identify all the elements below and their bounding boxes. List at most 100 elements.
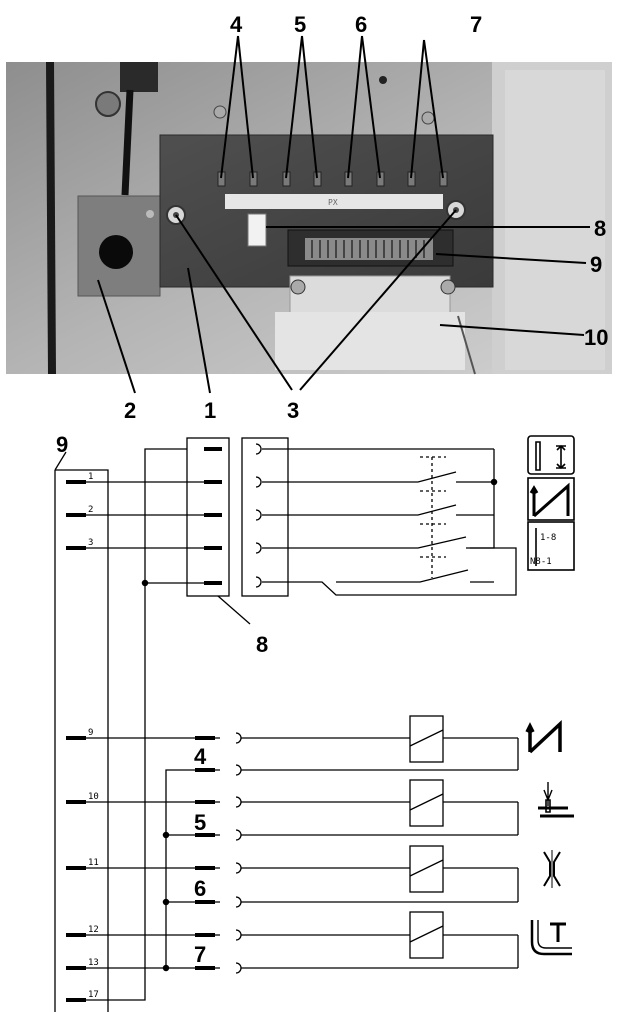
photo-labels: 4 5 6 7 8 9 10 2 1 3 bbox=[124, 12, 608, 423]
rail-junction-6 bbox=[162, 898, 170, 906]
pin-label-3: 3 bbox=[88, 538, 93, 548]
thread-trimmer-icon bbox=[538, 782, 574, 818]
sw3 bbox=[262, 520, 495, 549]
callout-2: 2 bbox=[124, 398, 136, 423]
board-contact bbox=[439, 171, 448, 187]
schem-label-8: 8 bbox=[256, 632, 268, 657]
stitch-count-icon: 1-8 N8-1 bbox=[527, 521, 575, 571]
coil-3 bbox=[235, 845, 519, 908]
sw-junction bbox=[490, 478, 498, 486]
socket-arc-2 bbox=[255, 476, 262, 488]
leader-1 bbox=[187, 267, 211, 394]
tack-icon bbox=[527, 477, 575, 521]
board-contact bbox=[376, 171, 385, 187]
callout-4: 4 bbox=[230, 12, 243, 37]
coil-4 bbox=[235, 911, 519, 974]
leader-2 bbox=[97, 279, 136, 394]
leader-10 bbox=[439, 324, 585, 336]
connector-8-leader bbox=[217, 595, 251, 625]
schem-label-9: 9 bbox=[56, 432, 68, 457]
leader-3a bbox=[175, 214, 293, 391]
plug-10-screw-right bbox=[440, 279, 456, 295]
sw4 bbox=[336, 569, 494, 583]
photo: PX bbox=[6, 61, 612, 375]
foot-lift-icon bbox=[530, 920, 572, 956]
pin-label-10: 10 bbox=[88, 792, 99, 802]
pin-label-12: 12 bbox=[88, 925, 99, 935]
callout-3: 3 bbox=[287, 398, 299, 423]
leader-5a bbox=[285, 35, 303, 179]
right-panel-bevel bbox=[505, 70, 605, 370]
conn-label-4: 4 bbox=[194, 744, 207, 769]
board-contact bbox=[313, 171, 322, 187]
plate-2-hole bbox=[99, 235, 133, 269]
junction bbox=[141, 579, 149, 587]
socket-arc-5 bbox=[255, 576, 262, 588]
switch-actuators bbox=[420, 456, 446, 578]
callout-6: 6 bbox=[355, 12, 367, 37]
conn-label-6: 6 bbox=[194, 876, 206, 901]
pin-label-2: 2 bbox=[88, 505, 93, 515]
rail-junction-7 bbox=[162, 964, 170, 972]
board-contact bbox=[249, 171, 258, 187]
sw1 bbox=[262, 471, 494, 483]
socket-arc-1 bbox=[255, 443, 262, 455]
hole bbox=[379, 76, 387, 84]
socket-box bbox=[241, 437, 289, 597]
conn-label-7: 7 bbox=[194, 942, 206, 967]
callout-1: 1 bbox=[204, 398, 216, 423]
common-rail bbox=[144, 448, 187, 583]
rail-junction-5 bbox=[162, 831, 170, 839]
pin-label-17: 17 bbox=[88, 990, 99, 1000]
cable-wire bbox=[121, 89, 134, 196]
conn-label-5: 5 bbox=[194, 810, 206, 835]
pin-label-9: 9 bbox=[88, 728, 93, 738]
needle-stop-icon bbox=[527, 435, 575, 475]
schematic bbox=[54, 437, 519, 1012]
thread-tension-icon bbox=[543, 850, 561, 888]
coil-1 bbox=[235, 715, 519, 776]
cable-left bbox=[46, 61, 56, 375]
socket-arc-3 bbox=[255, 509, 262, 521]
rail-down bbox=[75, 583, 146, 1001]
mode-text-2: N8-1 bbox=[530, 557, 552, 567]
leader-4a bbox=[220, 35, 239, 179]
plate-2-screw bbox=[146, 210, 154, 218]
callout-10: 10 bbox=[584, 325, 608, 350]
coil-2 bbox=[235, 779, 519, 841]
photo-leaders bbox=[97, 35, 590, 394]
pin-label-1: 1 bbox=[88, 472, 93, 482]
leader-6a bbox=[347, 35, 363, 179]
pin-label-11: 11 bbox=[88, 858, 99, 868]
leader-7a bbox=[410, 39, 425, 179]
connector-8-box bbox=[186, 437, 230, 597]
board-label-text: PX bbox=[328, 198, 338, 207]
sw2 bbox=[262, 504, 494, 516]
leader-3b bbox=[299, 209, 457, 391]
mode-text-1: 1-8 bbox=[540, 533, 556, 543]
screw-right-top bbox=[421, 111, 435, 125]
function-symbols: 1-8 N8-1 bbox=[525, 435, 575, 956]
board-label-strip bbox=[225, 194, 443, 209]
leader-9 bbox=[435, 253, 587, 264]
leader-7b bbox=[423, 39, 444, 179]
connector-9-pins bbox=[311, 240, 425, 258]
cable-nut bbox=[95, 91, 121, 117]
schematic-labels: 9 8 1 2 3 9 10 11 12 13 17 4 5 6 7 bbox=[56, 432, 268, 1000]
pin-stubs bbox=[66, 447, 222, 1002]
sw4-return bbox=[262, 547, 517, 596]
pin-label-13: 13 bbox=[88, 958, 99, 968]
callout-7: 7 bbox=[470, 12, 482, 37]
callout-5: 5 bbox=[294, 12, 306, 37]
leader-5b bbox=[301, 35, 318, 179]
callout-8: 8 bbox=[594, 216, 606, 241]
cable-clamp bbox=[120, 62, 158, 92]
leader-6b bbox=[361, 35, 381, 179]
plug-9-frame bbox=[54, 469, 109, 1012]
plug-9-leader bbox=[54, 451, 67, 471]
plug-8 bbox=[247, 213, 267, 247]
socket-arc-4 bbox=[255, 542, 262, 554]
callout-9: 9 bbox=[590, 252, 602, 277]
leader-4b bbox=[237, 35, 254, 179]
